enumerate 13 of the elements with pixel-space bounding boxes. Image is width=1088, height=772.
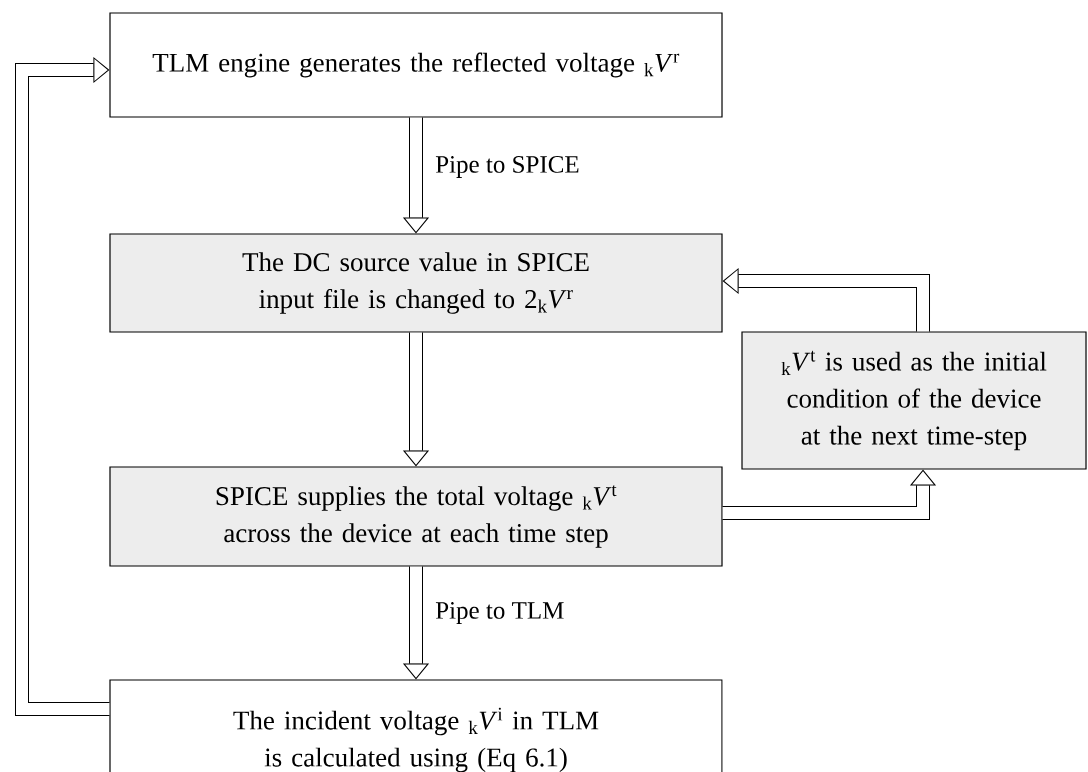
arrow [403,566,429,680]
process-box: $_{k}$V$^{t}$ is used as the initial condition of the device at the next time-step [741,331,1087,470]
process-box: SPICE supplies the total voltage $_{k}$V$^{t}$ across the device at each time step [109,466,723,567]
process-box: The incident voltage $_{k}$V$^{i}$ in TLM is calculated using (Eq 6.1) [109,679,723,772]
arrow [722,469,936,520]
edge-label: Pipe to TLM [435,602,564,624]
process-box: TLM engine generates the reflected voltage $_{k}$V$^{r}$ [109,12,723,118]
process-box: The DC source value in SPICE input file is changed to 2$_{k}$V$^{r}$ [109,233,723,333]
arrow [403,332,429,467]
arrow [403,117,429,234]
arrow [722,268,930,332]
edge-label: Pipe to SPICE [435,156,579,178]
arrow [15,57,110,716]
